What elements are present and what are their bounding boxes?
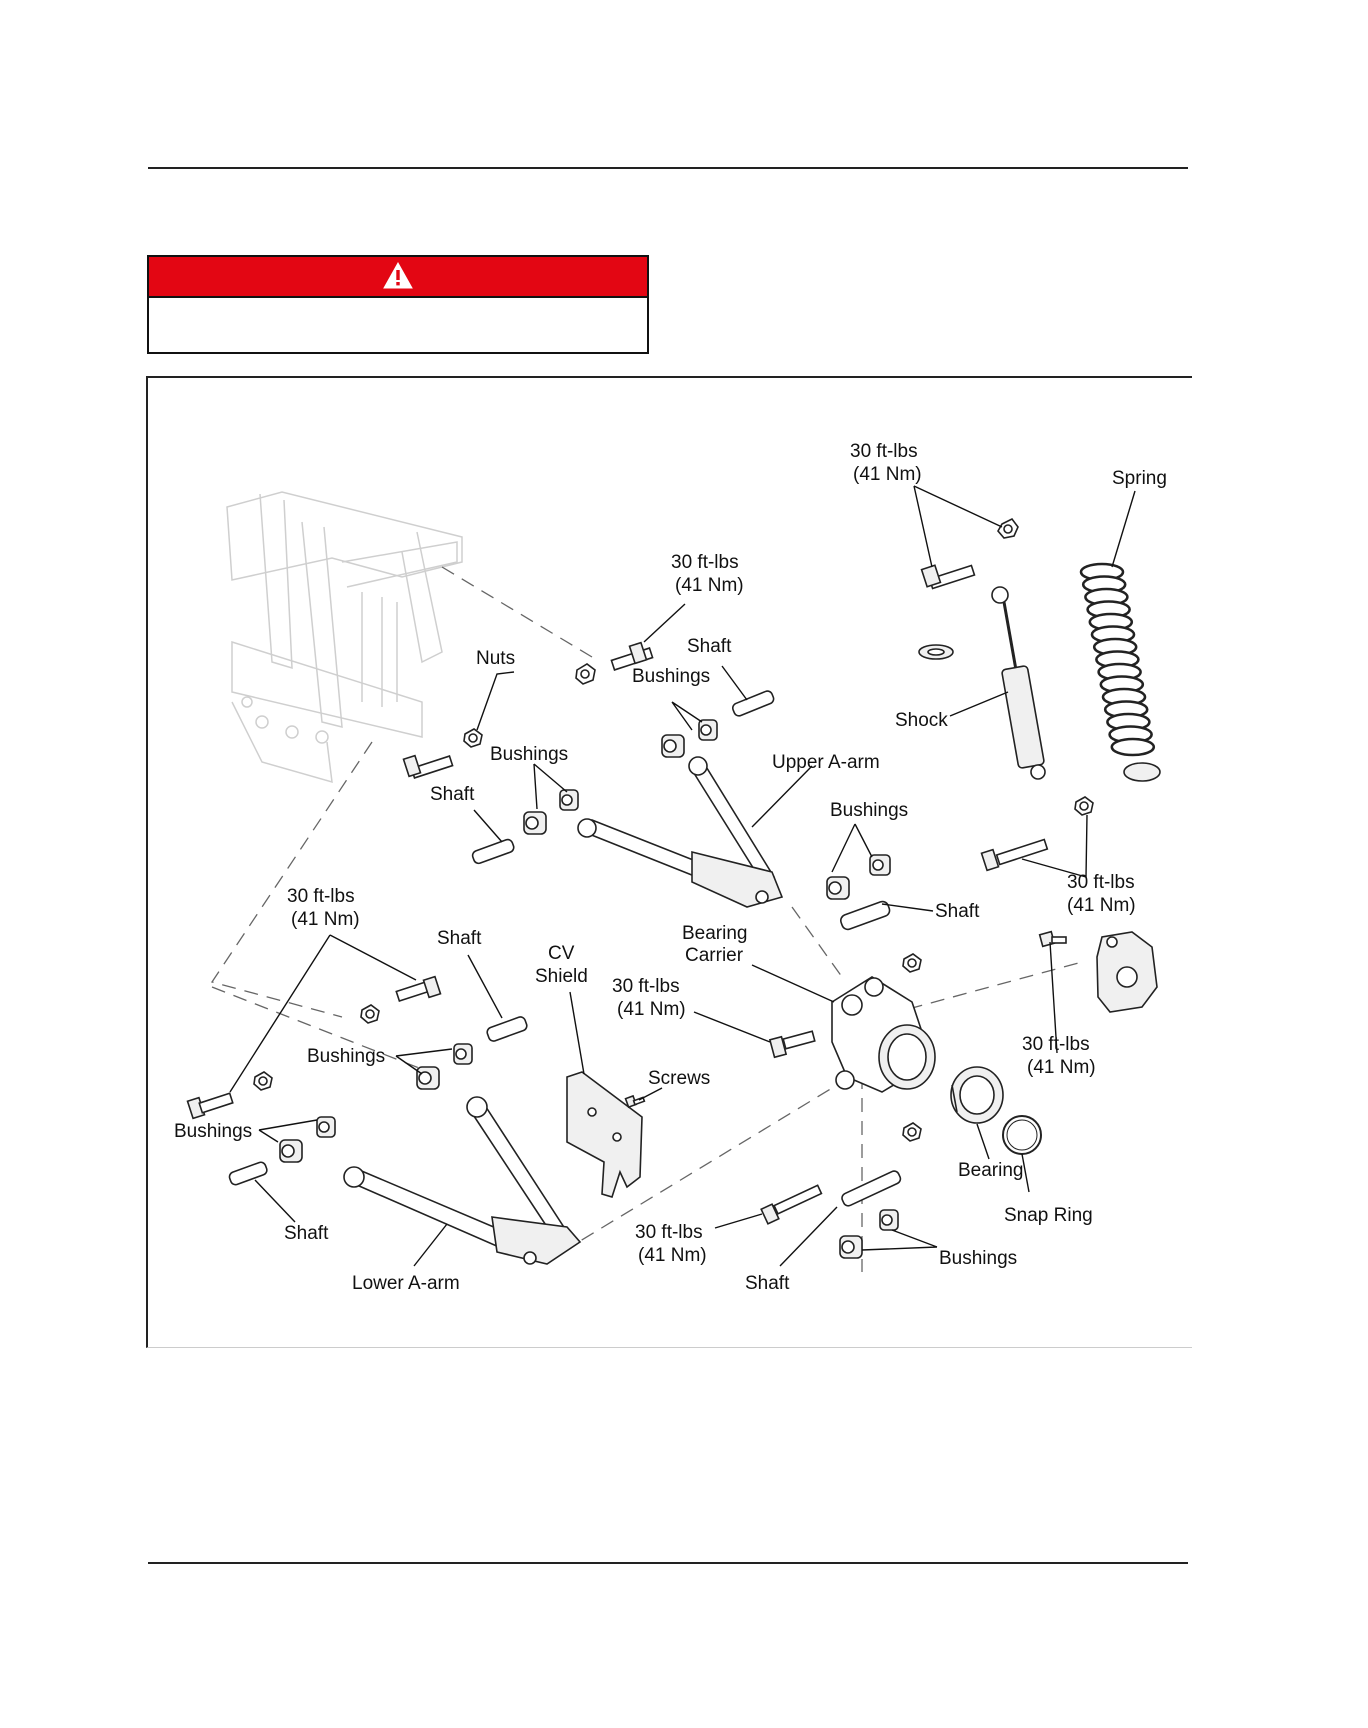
- lower-mid-shaft: [486, 1016, 528, 1042]
- label-cv-shield-2: Shield: [535, 966, 588, 987]
- bottom-shaft: [841, 1170, 902, 1207]
- brake-caliper: [1096, 931, 1158, 1013]
- label-torque-upper: 30 ft-lbs: [671, 552, 739, 573]
- label-torque-top-nm: (41 Nm): [853, 464, 922, 485]
- label-bushings-lowermid: Bushings: [307, 1046, 385, 1067]
- label-shaft-bottomleft: Shaft: [284, 1223, 329, 1244]
- label-upper-a-arm: Upper A-arm: [772, 752, 880, 773]
- left-shaft: [471, 838, 515, 865]
- carrier-bolt: [768, 1030, 816, 1059]
- right-bushings: [826, 854, 891, 900]
- label-bushings-left: Bushings: [490, 744, 568, 765]
- lower-left-bolt: [395, 975, 442, 1003]
- upper-nut: [575, 663, 596, 685]
- carrier-nut-top: [902, 953, 922, 973]
- lower-left-nut: [360, 1004, 380, 1024]
- label-bearing: Bearing: [958, 1160, 1024, 1181]
- bearing: [950, 1066, 1004, 1124]
- label-bushings-upper: Bushings: [632, 666, 710, 687]
- label-cv-shield: CV: [548, 943, 575, 964]
- label-torque-right-nm: (41 Nm): [1067, 895, 1136, 916]
- label-shaft-bottom: Shaft: [745, 1273, 790, 1294]
- label-lower-a-arm: Lower A-arm: [352, 1273, 460, 1294]
- label-snap-ring: Snap Ring: [1004, 1205, 1093, 1226]
- left-nut: [463, 728, 483, 748]
- bottom-bolt: [760, 1184, 823, 1225]
- bottom-bushings: [839, 1209, 899, 1259]
- right-bolt: [980, 838, 1049, 872]
- upper-a-arm: [577, 756, 784, 908]
- left-bushings: [523, 789, 579, 835]
- bottom-left-shaft: [228, 1161, 268, 1186]
- upper-shaft: [731, 690, 775, 717]
- caliper-bolt: [1038, 930, 1067, 948]
- right-shaft: [840, 900, 891, 931]
- label-torque-bottom-nm: (41 Nm): [638, 1245, 707, 1266]
- label-torque-lowerleft: 30 ft-lbs: [287, 886, 355, 907]
- label-torque-lowerleft-nm: (41 Nm): [291, 909, 360, 930]
- label-shock: Shock: [895, 710, 948, 731]
- label-torque-caliper: 30 ft-lbs: [1022, 1034, 1090, 1055]
- shock: [991, 586, 1046, 780]
- top-rule: [148, 167, 1188, 169]
- shock-washer: [918, 644, 954, 660]
- lower-left-bushings: [279, 1116, 336, 1163]
- label-shaft-right: Shaft: [935, 901, 980, 922]
- suspension-exploded-diagram: 30 ft-lbs (41 Nm) Spring 30 ft-lbs (41 N…: [174, 441, 1167, 1294]
- label-shaft-lowerleft: Shaft: [437, 928, 482, 949]
- lower-a-arm: [343, 1096, 582, 1265]
- snap-ring: [1002, 1115, 1042, 1155]
- carrier-nut-bottom: [902, 1122, 922, 1142]
- label-nuts: Nuts: [476, 648, 515, 669]
- label-torque-caliper-nm: (41 Nm): [1027, 1057, 1096, 1078]
- diagram-frame: 30 ft-lbs (41 Nm) Spring 30 ft-lbs (41 N…: [146, 376, 1192, 1348]
- label-bearing-carrier-2: Carrier: [685, 945, 744, 966]
- upper-bushings: [661, 719, 718, 758]
- upper-arm-bolt: [610, 641, 654, 671]
- label-torque-center: 30 ft-lbs: [612, 976, 680, 997]
- left-bolt: [402, 754, 454, 779]
- label-torque-upper-nm: (41 Nm): [675, 575, 744, 596]
- callout-labels: 30 ft-lbs (41 Nm) Spring 30 ft-lbs (41 N…: [174, 441, 1167, 1294]
- lower-mid-bushings: [416, 1043, 473, 1090]
- cv-shield: [566, 1071, 643, 1198]
- screws: [624, 1094, 646, 1109]
- label-bearing-carrier: Bearing: [682, 923, 748, 944]
- label-bushings-bottom: Bushings: [939, 1248, 1017, 1269]
- vehicle-frame: [226, 491, 463, 784]
- label-torque-bottom: 30 ft-lbs: [635, 1222, 703, 1243]
- shock-top-nut: [997, 517, 1019, 539]
- leader-lines: [229, 485, 1136, 1267]
- label-bushings-lowerleft: Bushings: [174, 1121, 252, 1142]
- spring-coil: [1110, 737, 1156, 757]
- assembly-lines: [210, 566, 1083, 1272]
- bearing-carrier: [831, 976, 936, 1093]
- label-torque-top: 30 ft-lbs: [850, 441, 918, 462]
- shock-lower-mount: [1123, 762, 1161, 782]
- label-torque-right: 30 ft-lbs: [1067, 872, 1135, 893]
- label-screws: Screws: [648, 1068, 710, 1089]
- warning-box: [147, 255, 649, 354]
- shock-top-bolt: [920, 564, 976, 590]
- spring: [1079, 562, 1157, 781]
- far-left-bolt: [186, 1092, 234, 1120]
- right-nut: [1074, 796, 1094, 816]
- label-spring: Spring: [1112, 468, 1167, 489]
- label-bushings-right: Bushings: [830, 800, 908, 821]
- label-torque-center-nm: (41 Nm): [617, 999, 686, 1020]
- label-shaft-upper: Shaft: [687, 636, 732, 657]
- bottom-rule: [148, 1562, 1188, 1564]
- label-shaft-left: Shaft: [430, 784, 475, 805]
- warning-triangle-icon: [383, 262, 413, 289]
- far-left-nut: [253, 1071, 273, 1091]
- warning-header: [149, 257, 647, 298]
